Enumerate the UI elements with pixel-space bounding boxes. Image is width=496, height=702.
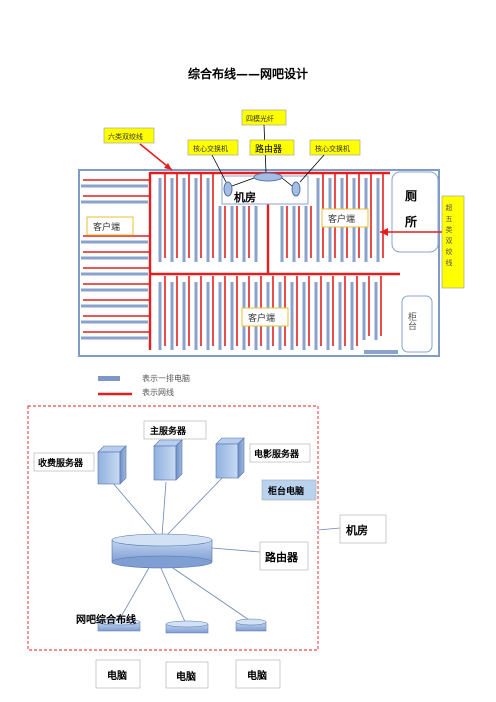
- pc-switch-3-icon: [235, 618, 267, 632]
- toilet-label-2: 所: [405, 214, 417, 229]
- legend-cable-label: 表示网线: [142, 387, 174, 397]
- counter-label-1: 柜台: [406, 311, 417, 331]
- toilet-label-1: 厕: [405, 188, 417, 203]
- computer-rows-left: [81, 184, 148, 340]
- legend: 表示一排电脑 表示网线: [98, 373, 190, 397]
- cables-bottom: [164, 276, 382, 346]
- multimode-label: 四模光纤: [246, 114, 274, 123]
- counter-box: [401, 295, 433, 353]
- computer-rows-bottom: [158, 282, 378, 350]
- router-label: 路由器: [255, 143, 282, 155]
- core-switch-right-label: 核心交换机: [315, 144, 350, 153]
- cabling-label: 网吧综合布线: [76, 613, 136, 626]
- movie-server-icon: [215, 437, 245, 479]
- legend-computer-label: 表示一排电脑: [142, 373, 190, 383]
- machine-room-dashed-box: [27, 405, 319, 651]
- main-server-label: 主服务器: [150, 425, 187, 437]
- pc-label-1: 电脑: [107, 669, 127, 682]
- router-topology-icon: [111, 533, 213, 569]
- legend-computer-swatch: [98, 376, 120, 381]
- six-cat-label: 六类双绞线: [108, 132, 143, 141]
- counter-pc-label: 柜台电脑: [267, 485, 304, 497]
- client-right-label: 客户端: [328, 213, 355, 225]
- client-bottom-label: 客户端: [248, 312, 275, 324]
- topology: 主服务器 收费服务器 电影服务器 柜台电脑 路由器 机房 网吧综合布线 电脑 电…: [27, 405, 387, 689]
- core-switch-left-label: 核心交换机: [193, 144, 228, 153]
- floor-outline: [78, 169, 440, 357]
- main-server-icon: [153, 439, 183, 481]
- topology-links: [111, 475, 341, 625]
- pc-label-3: 电脑: [247, 669, 267, 682]
- core-switch-right-icon: [291, 181, 301, 197]
- floor-plan: 机房 厕 所 柜台 客户端 客户端 客户端 六类双绞线 四模光纤 核心交换机 路…: [78, 109, 465, 357]
- toilet-box: [391, 171, 439, 253]
- cables-left: [83, 179, 150, 333]
- movie-server-label: 电影服务器: [254, 448, 300, 460]
- cables-top: [164, 174, 384, 258]
- billing-server-icon: [97, 445, 127, 485]
- pc-switch-1-icon: [97, 618, 141, 632]
- billing-server-label: 收费服务器: [38, 457, 84, 469]
- pc-label-2: 电脑: [176, 670, 196, 683]
- pc-switch-2-icon: [165, 620, 209, 634]
- core-switch-left-icon: [223, 181, 233, 197]
- machine-room-label: 机房: [234, 190, 256, 204]
- super-five-label: 超五类双绞线: [445, 203, 453, 270]
- client-left-label: 客户端: [93, 221, 120, 233]
- router-icon: [253, 172, 283, 182]
- router-topology-label: 路由器: [265, 550, 299, 564]
- page-title: 综合布线——网吧设计: [188, 66, 308, 81]
- machine-room-topology-label: 机房: [346, 523, 368, 537]
- computer-rows-top: [158, 178, 380, 262]
